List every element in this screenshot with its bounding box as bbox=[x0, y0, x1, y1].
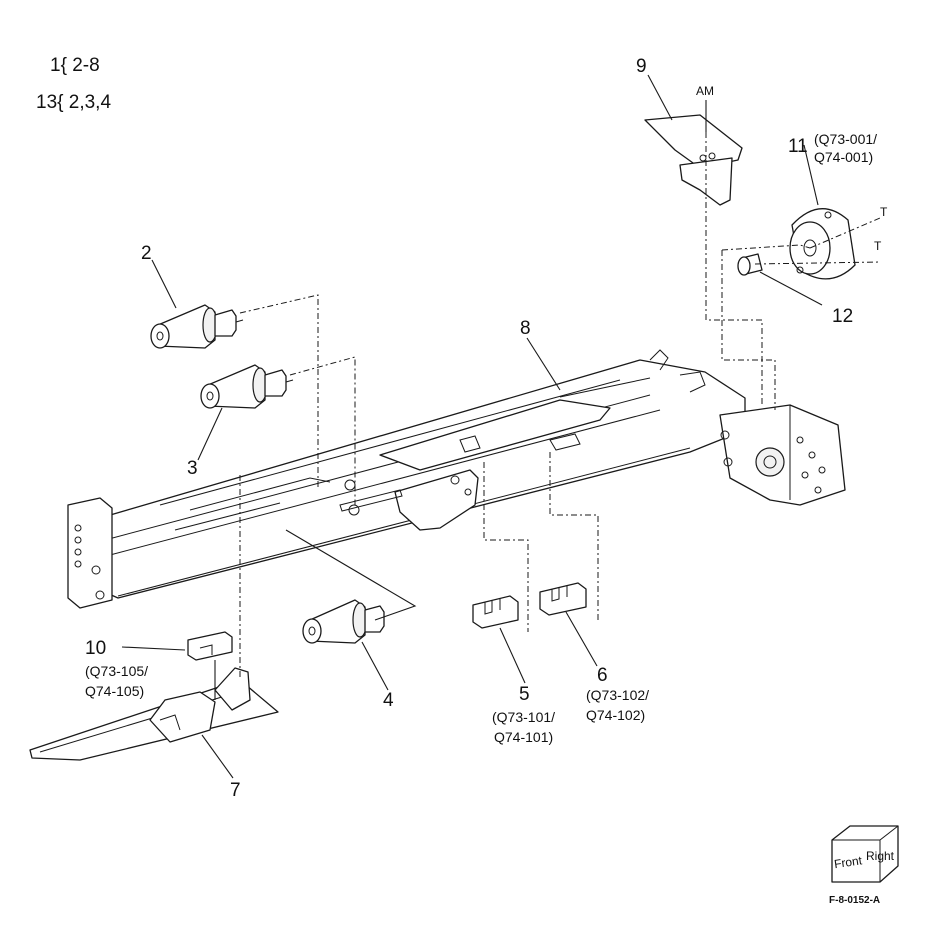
callout-11: 11 bbox=[788, 136, 808, 157]
callout-5: 5 bbox=[519, 684, 530, 705]
note-roller-set: 13{ 2,3,4 bbox=[36, 92, 111, 113]
marker-t-upper: T bbox=[880, 205, 888, 219]
cube-front-label: Front bbox=[833, 853, 863, 871]
callout-7: 7 bbox=[230, 780, 241, 801]
callout-5-code-1: (Q73-101/ bbox=[492, 709, 555, 725]
callout-6: 6 bbox=[597, 665, 608, 686]
gear-12 bbox=[737, 253, 763, 276]
callout-10-code-2: Q74-105) bbox=[85, 683, 144, 699]
callout-2: 2 bbox=[141, 243, 152, 264]
tray-frame bbox=[67, 349, 846, 609]
cube-right-label: Right bbox=[866, 849, 895, 863]
feed-roller-4 bbox=[302, 599, 385, 644]
tray-guide-7 bbox=[29, 667, 279, 761]
sensor-10 bbox=[187, 631, 233, 661]
callout-3: 3 bbox=[187, 458, 198, 479]
callout-10-code-1: (Q73-105/ bbox=[85, 663, 148, 679]
bracket-9 bbox=[644, 114, 743, 206]
note-assembly-range: 1{ 2-8 bbox=[50, 55, 100, 76]
leader-lines bbox=[121, 74, 823, 779]
sensor-6 bbox=[539, 582, 587, 616]
feed-roller-2 bbox=[150, 304, 244, 349]
callout-10: 10 bbox=[85, 638, 106, 659]
orientation-cube: Front Right bbox=[831, 825, 899, 883]
callout-11-code-1: (Q73-001/ bbox=[814, 131, 877, 147]
feed-roller-3 bbox=[200, 364, 294, 409]
figure-id: F-8-0152-A bbox=[829, 895, 880, 906]
callout-9: 9 bbox=[636, 56, 647, 77]
roller-4-assembly-line bbox=[285, 529, 417, 621]
callout-6-code-1: (Q73-102/ bbox=[586, 687, 649, 703]
marker-am: AM bbox=[696, 84, 714, 98]
marker-t-lower: T bbox=[874, 239, 882, 253]
callout-6-code-2: Q74-102) bbox=[586, 707, 645, 723]
callout-8: 8 bbox=[520, 318, 531, 339]
callout-12: 12 bbox=[832, 306, 853, 327]
motor-11 bbox=[789, 207, 856, 280]
assembly-lines bbox=[239, 132, 881, 680]
callout-4: 4 bbox=[383, 690, 394, 711]
sensor-5 bbox=[472, 595, 519, 629]
callout-5-code-2: Q74-101) bbox=[494, 729, 553, 745]
callout-11-code-2: Q74-001) bbox=[814, 149, 873, 165]
